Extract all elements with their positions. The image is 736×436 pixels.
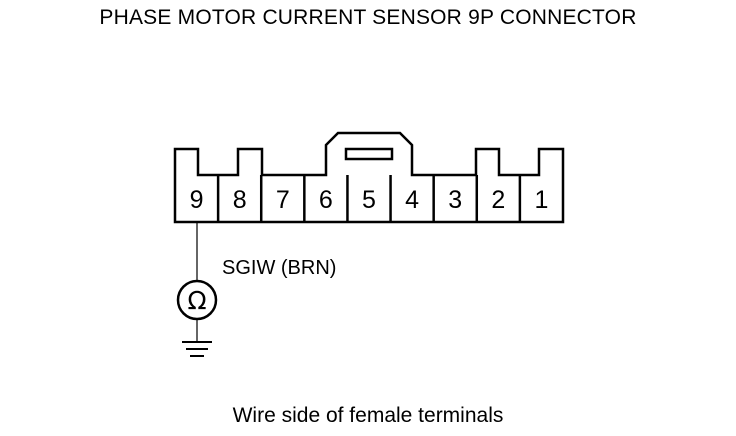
pin-label-2: 2 (491, 186, 505, 214)
pin-label-7: 7 (276, 186, 290, 214)
pin-label-3: 3 (448, 186, 462, 214)
pin-label-1: 1 (534, 186, 548, 214)
pin-dividers (216, 175, 522, 222)
diagram-title: PHASE MOTOR CURRENT SENSOR 9P CONNECTOR (99, 6, 637, 29)
pin-label-6: 6 (319, 186, 333, 214)
ground-icon (182, 341, 212, 357)
diagram-caption: Wire side of female terminals (232, 404, 504, 427)
pin-label-4: 4 (405, 186, 419, 214)
pin-label-8: 8 (233, 186, 247, 214)
pin-labels: 9 8 7 6 5 4 3 2 1 (190, 186, 549, 214)
wire-label: SGIW (BRN) (222, 257, 336, 279)
ohmmeter-icon: Ω (176, 279, 218, 321)
pin-label-9: 9 (190, 186, 204, 214)
connector-outline (173, 131, 565, 224)
connector-lock (344, 147, 394, 161)
ohm-symbol: Ω (187, 286, 206, 315)
pin-label-5: 5 (362, 186, 376, 214)
